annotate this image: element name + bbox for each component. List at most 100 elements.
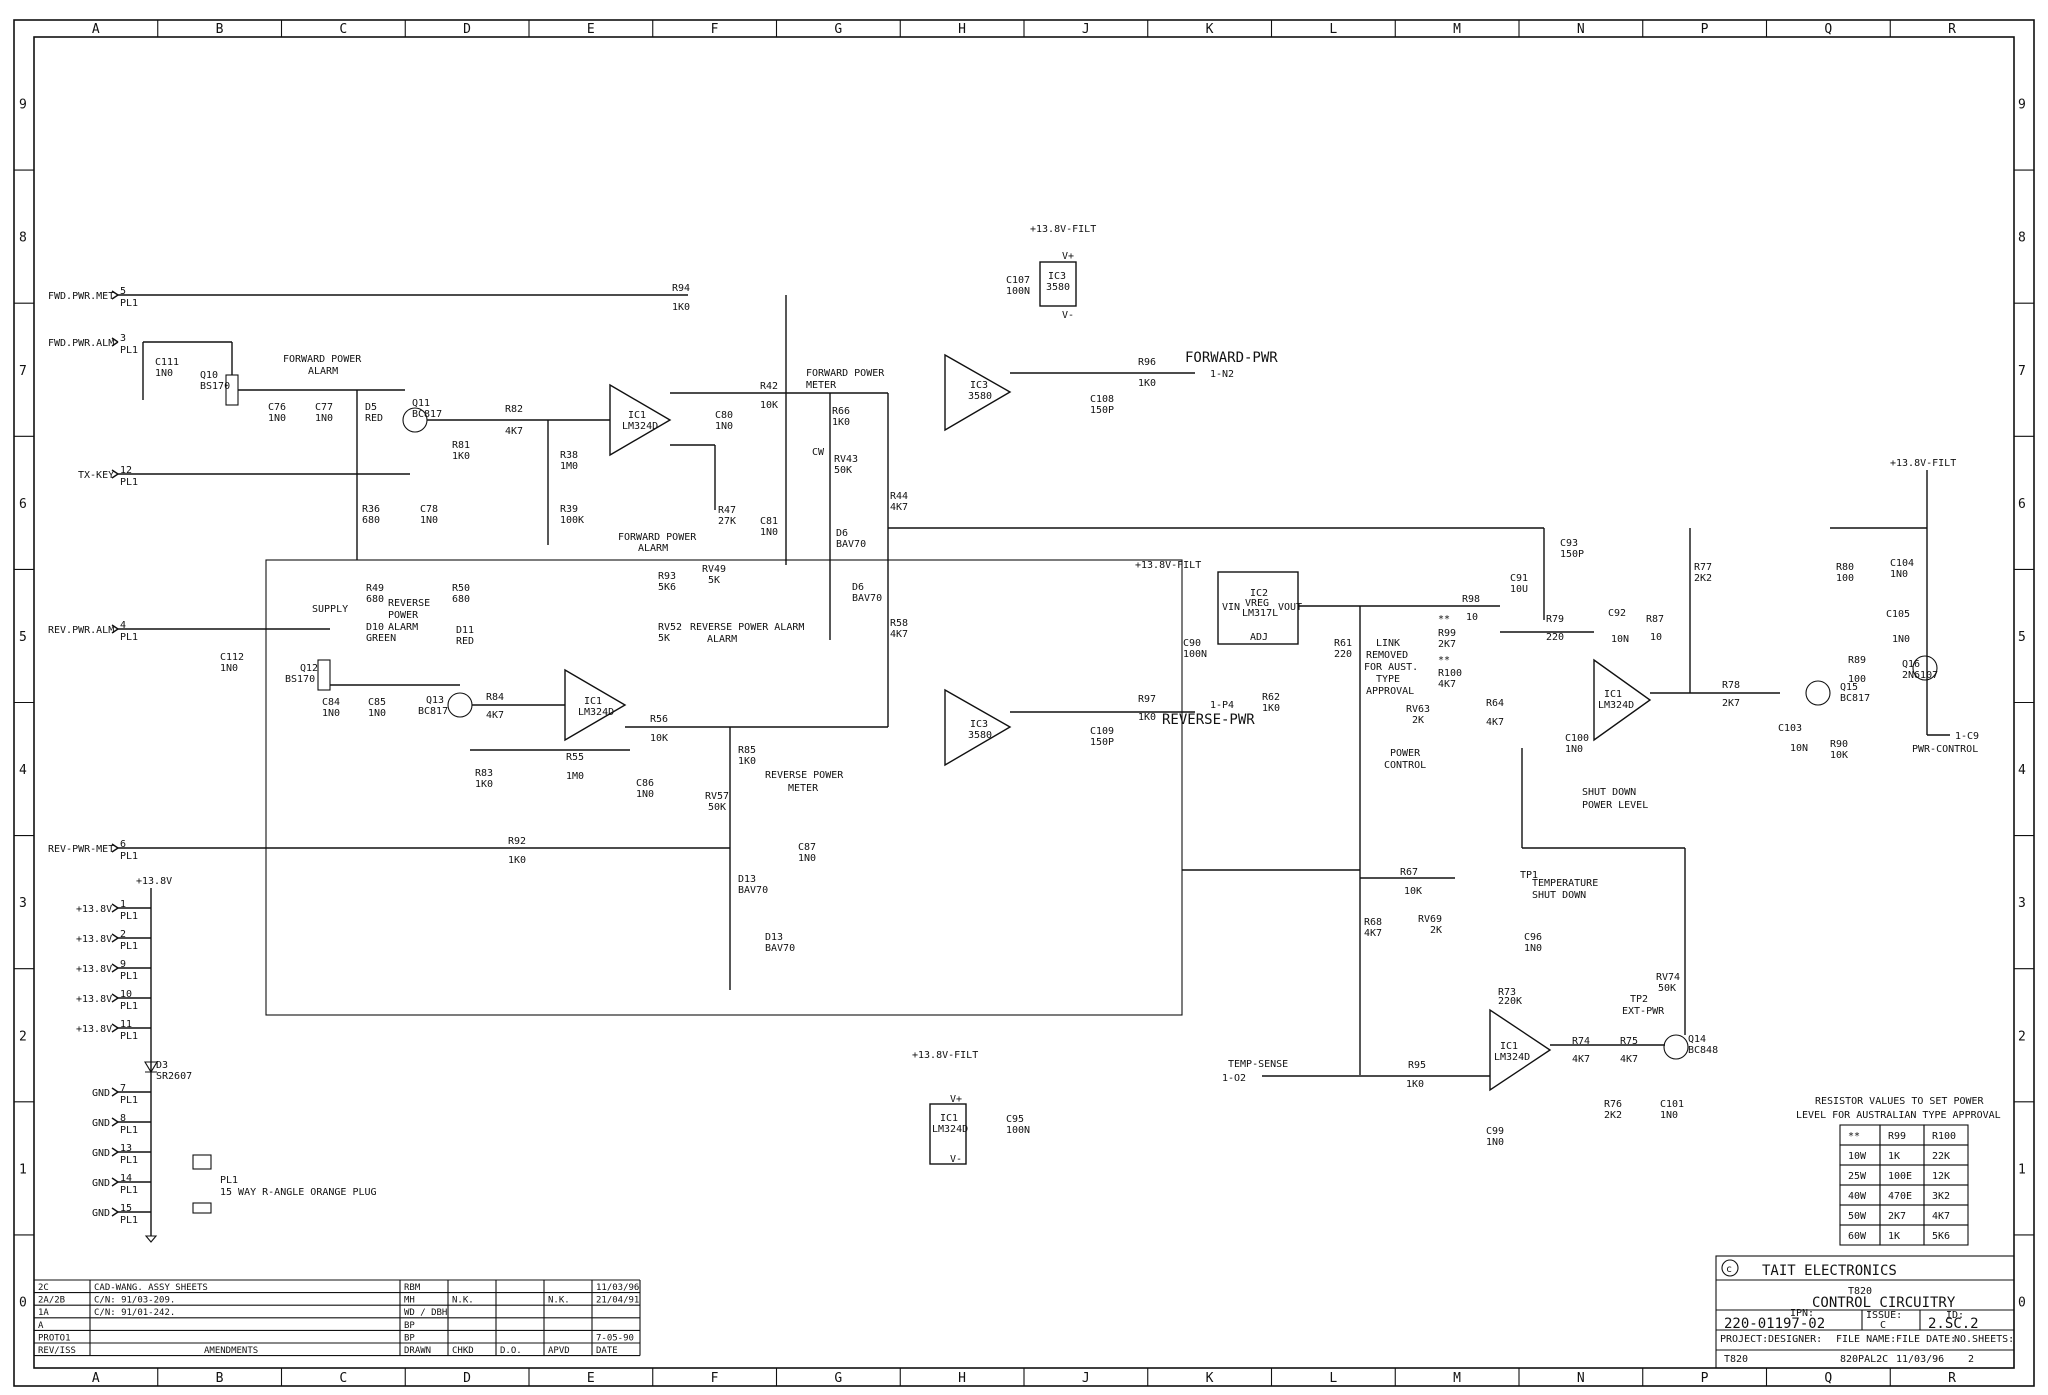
svg-text:R83: R83 — [475, 768, 493, 779]
svg-text:2K7: 2K7 — [1722, 698, 1740, 709]
amendment-cell: 2A/2B — [38, 1296, 65, 1306]
svg-text:C99: C99 — [1486, 1126, 1504, 1137]
grid-col-label: A — [92, 22, 100, 37]
plug-label: PL1 — [120, 345, 138, 356]
svg-text:SHUT DOWN: SHUT DOWN — [1532, 890, 1586, 901]
grid-row-label: 7 — [19, 364, 27, 379]
svg-text:1K0: 1K0 — [475, 779, 493, 790]
pwr-control-label: PWR-CONTROL — [1912, 744, 1978, 755]
plug-label: PL1 — [120, 477, 138, 488]
svg-text:Q11: Q11 — [412, 398, 430, 409]
grid-col-label: L — [1329, 1371, 1337, 1386]
vreg-ic2 — [1217, 571, 1299, 645]
svg-text:D6: D6 — [852, 582, 864, 593]
svg-text:RV52: RV52 — [658, 622, 682, 633]
svg-text:3580: 3580 — [968, 730, 992, 741]
svg-text:+13.8V: +13.8V — [76, 994, 112, 1005]
svg-text:100K: 100K — [560, 515, 584, 526]
grid-col-label: R — [1948, 22, 1956, 37]
svg-text:+13.8V-FILT: +13.8V-FILT — [912, 1050, 978, 1061]
svg-text:+13.8V-FILT: +13.8V-FILT — [1030, 224, 1096, 235]
grid-row-label: 9 — [19, 98, 27, 113]
amendment-cell: MH — [404, 1296, 415, 1306]
svg-text:R67: R67 — [1400, 867, 1418, 878]
svg-text:5K6: 5K6 — [658, 582, 676, 593]
svg-text:1N0: 1N0 — [760, 527, 778, 538]
svg-text:NO.SHEETS:: NO.SHEETS: — [1954, 1334, 2014, 1345]
svg-text:R98: R98 — [1462, 594, 1480, 605]
svg-text:1N0: 1N0 — [1524, 943, 1542, 954]
grid-row-label: 1 — [19, 1162, 27, 1177]
svg-text:BC817: BC817 — [1840, 693, 1870, 704]
svg-text:C112: C112 — [220, 652, 244, 663]
svg-text:POWER LEVEL: POWER LEVEL — [1582, 800, 1648, 811]
svg-text:R85: R85 — [738, 745, 756, 756]
amendment-cell: A — [38, 1321, 44, 1331]
svg-text:1N0: 1N0 — [1890, 569, 1908, 580]
svg-text:IC1: IC1 — [584, 696, 602, 707]
grid-col-label: J — [1082, 1371, 1090, 1386]
svg-text:1: 1 — [120, 899, 126, 910]
svg-text:VOUT: VOUT — [1278, 602, 1302, 613]
svg-text:GND: GND — [92, 1208, 110, 1219]
svg-text:1K0: 1K0 — [1406, 1079, 1424, 1090]
svg-text:1K0: 1K0 — [452, 451, 470, 462]
svg-text:9: 9 — [120, 959, 126, 970]
svg-text:+13.8V: +13.8V — [76, 904, 112, 915]
svg-text:RV74: RV74 — [1656, 972, 1680, 983]
svg-text:C109: C109 — [1090, 726, 1114, 737]
svg-text:10: 10 — [120, 989, 132, 1000]
svg-text:4K7: 4K7 — [890, 629, 908, 640]
plug-label: PL1 — [120, 298, 138, 309]
table-cell-text: 2K7 — [1888, 1211, 1906, 1222]
svg-text:R95: R95 — [1408, 1060, 1426, 1071]
svg-text:R75: R75 — [1620, 1036, 1638, 1047]
svg-text:REVERSE POWER ALARM: REVERSE POWER ALARM — [690, 622, 804, 633]
svg-text:FILE DATE:: FILE DATE: — [1896, 1334, 1956, 1345]
svg-text:BS170: BS170 — [200, 381, 230, 392]
svg-text:2: 2 — [120, 929, 126, 940]
svg-text:R64: R64 — [1486, 698, 1504, 709]
grid-row-label: 6 — [2018, 497, 2026, 512]
pin-number: 6 — [120, 839, 126, 850]
svg-text:PL1: PL1 — [120, 1001, 138, 1012]
svg-text:R96: R96 — [1138, 357, 1156, 368]
amendment-cell: N.K. — [452, 1296, 474, 1306]
svg-text:GND: GND — [92, 1118, 110, 1129]
svg-text:TEMP-SENSE: TEMP-SENSE — [1228, 1059, 1288, 1070]
svg-text:FORWARD POWER: FORWARD POWER — [806, 368, 885, 379]
svg-text:3580: 3580 — [968, 391, 992, 402]
svg-text:14: 14 — [120, 1173, 132, 1184]
svg-text:1N0: 1N0 — [322, 708, 340, 719]
svg-text:REVERSE: REVERSE — [388, 598, 430, 609]
svg-text:7: 7 — [120, 1083, 126, 1094]
svg-text:GREEN: GREEN — [366, 633, 396, 644]
grid-col-label: H — [958, 22, 966, 37]
svg-text:**: ** — [1438, 614, 1450, 625]
table-cell-text: 3K2 — [1932, 1191, 1950, 1202]
svg-text:10K: 10K — [650, 733, 668, 744]
svg-text:TYPE: TYPE — [1376, 674, 1400, 685]
plug-label: PL1 — [120, 632, 138, 643]
grid-row-label: 8 — [19, 231, 27, 246]
amendment-cell: D.O. — [500, 1346, 522, 1356]
svg-text:BC817: BC817 — [412, 409, 442, 420]
svg-text:C: C — [1880, 1320, 1886, 1331]
amendment-cell: C/N: 91/01-242. — [94, 1308, 175, 1318]
svg-text:**: ** — [1438, 655, 1450, 666]
svg-text:C76: C76 — [268, 402, 286, 413]
svg-text:LM324D: LM324D — [622, 421, 658, 432]
svg-text:R82: R82 — [505, 404, 523, 415]
svg-text:50K: 50K — [1658, 983, 1676, 994]
svg-text:POWER: POWER — [388, 610, 419, 621]
grid-col-label: K — [1206, 1371, 1214, 1386]
connector-label: REV-PWR-MET — [48, 844, 114, 855]
connector-rev-pwr-alm: REV.PWR.ALM 4 PL1 — [48, 620, 138, 643]
table-cell-text: 5K6 — [1932, 1231, 1950, 1242]
svg-text:C100: C100 — [1565, 733, 1589, 744]
svg-text:C78: C78 — [420, 504, 438, 515]
